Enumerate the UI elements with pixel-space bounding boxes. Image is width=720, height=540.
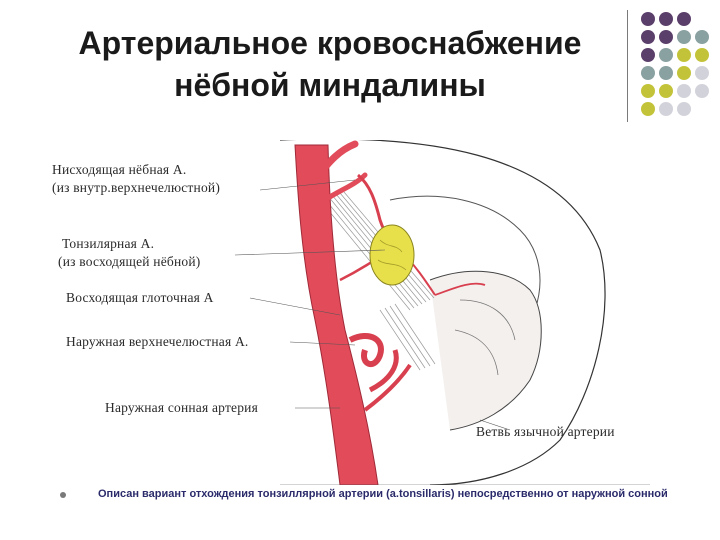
- tonsil-blood-supply-drawing: [234, 138, 650, 486]
- decor-dot: [641, 102, 655, 116]
- decor-dot: [659, 84, 673, 98]
- tonsil-texture: [377, 239, 407, 271]
- decor-divider: [627, 10, 628, 122]
- label-tonsillar-origin: (из восходящей нёбной): [58, 254, 201, 269]
- label-external-maxillary: Наружная верхнечелюстная А.: [66, 334, 249, 349]
- decor-dot: [641, 30, 655, 44]
- decor-dot: [641, 48, 655, 62]
- decor-dot: [677, 102, 691, 116]
- external-maxillary-loop: [348, 333, 384, 367]
- decor-dot: [695, 30, 709, 44]
- decor-dot: [659, 66, 673, 80]
- decor-dot: [695, 48, 709, 62]
- external-maxillary-loop: [368, 349, 399, 393]
- decor-dot: [641, 84, 655, 98]
- decor-dot: [677, 84, 691, 98]
- caption-text: Описан вариант отхождения тонзиллярной а…: [98, 488, 668, 500]
- decor-dot: [659, 102, 673, 116]
- label-ascending-pharyngeal: Восходящая глоточная А: [66, 290, 214, 305]
- decor-dot: [695, 66, 709, 80]
- lingual-artery-branch: [363, 363, 412, 412]
- decor-dot: [659, 48, 673, 62]
- oral-cavity-outline: [279, 138, 606, 486]
- slide-title-line-1: Артериальное кровоснабжение: [78, 25, 582, 61]
- tonsillar-artery-branch: [434, 282, 486, 296]
- tongue-contour: [429, 270, 542, 431]
- artery-branch: [311, 140, 359, 184]
- decor-dot: [659, 30, 673, 44]
- palate-contour: [389, 195, 541, 311]
- label-external-carotid: Наружная сонная артерия: [105, 400, 259, 415]
- tongue-fold: [454, 329, 499, 376]
- decor-dot: [677, 12, 691, 26]
- decor-dot: [641, 12, 655, 26]
- label-tonsillar: Тонзилярная А.: [62, 236, 155, 251]
- decor-dot: [677, 30, 691, 44]
- label-pointer-lines: [234, 179, 511, 431]
- decor-dot: [677, 48, 691, 62]
- decor-dot-grid: [641, 12, 713, 124]
- slide-title-line-2: нёбной миндалины: [174, 67, 486, 103]
- decor-dot: [677, 66, 691, 80]
- label-descending-palatine-origin: (из внутр.верхнечелюстной): [52, 180, 221, 195]
- label-lingual-branch: Ветвь язычной артерии: [476, 424, 615, 439]
- decor-dot: [695, 84, 709, 98]
- anatomy-illustration: Нисходящая нёбная А. (из внутр.верхнечел…: [40, 138, 660, 486]
- label-descending-palatine: Нисходящая нёбная А.: [52, 162, 187, 177]
- bullet-icon: [60, 492, 66, 498]
- tongue-fold: [459, 299, 516, 341]
- artery-branch: [322, 172, 368, 203]
- palatine-tonsil: [369, 224, 415, 286]
- decor-dot: [659, 12, 673, 26]
- external-carotid-artery: [294, 144, 379, 486]
- decor-dot: [641, 66, 655, 80]
- slide-title: Артериальное кровоснабжение нёбной минда…: [40, 22, 620, 106]
